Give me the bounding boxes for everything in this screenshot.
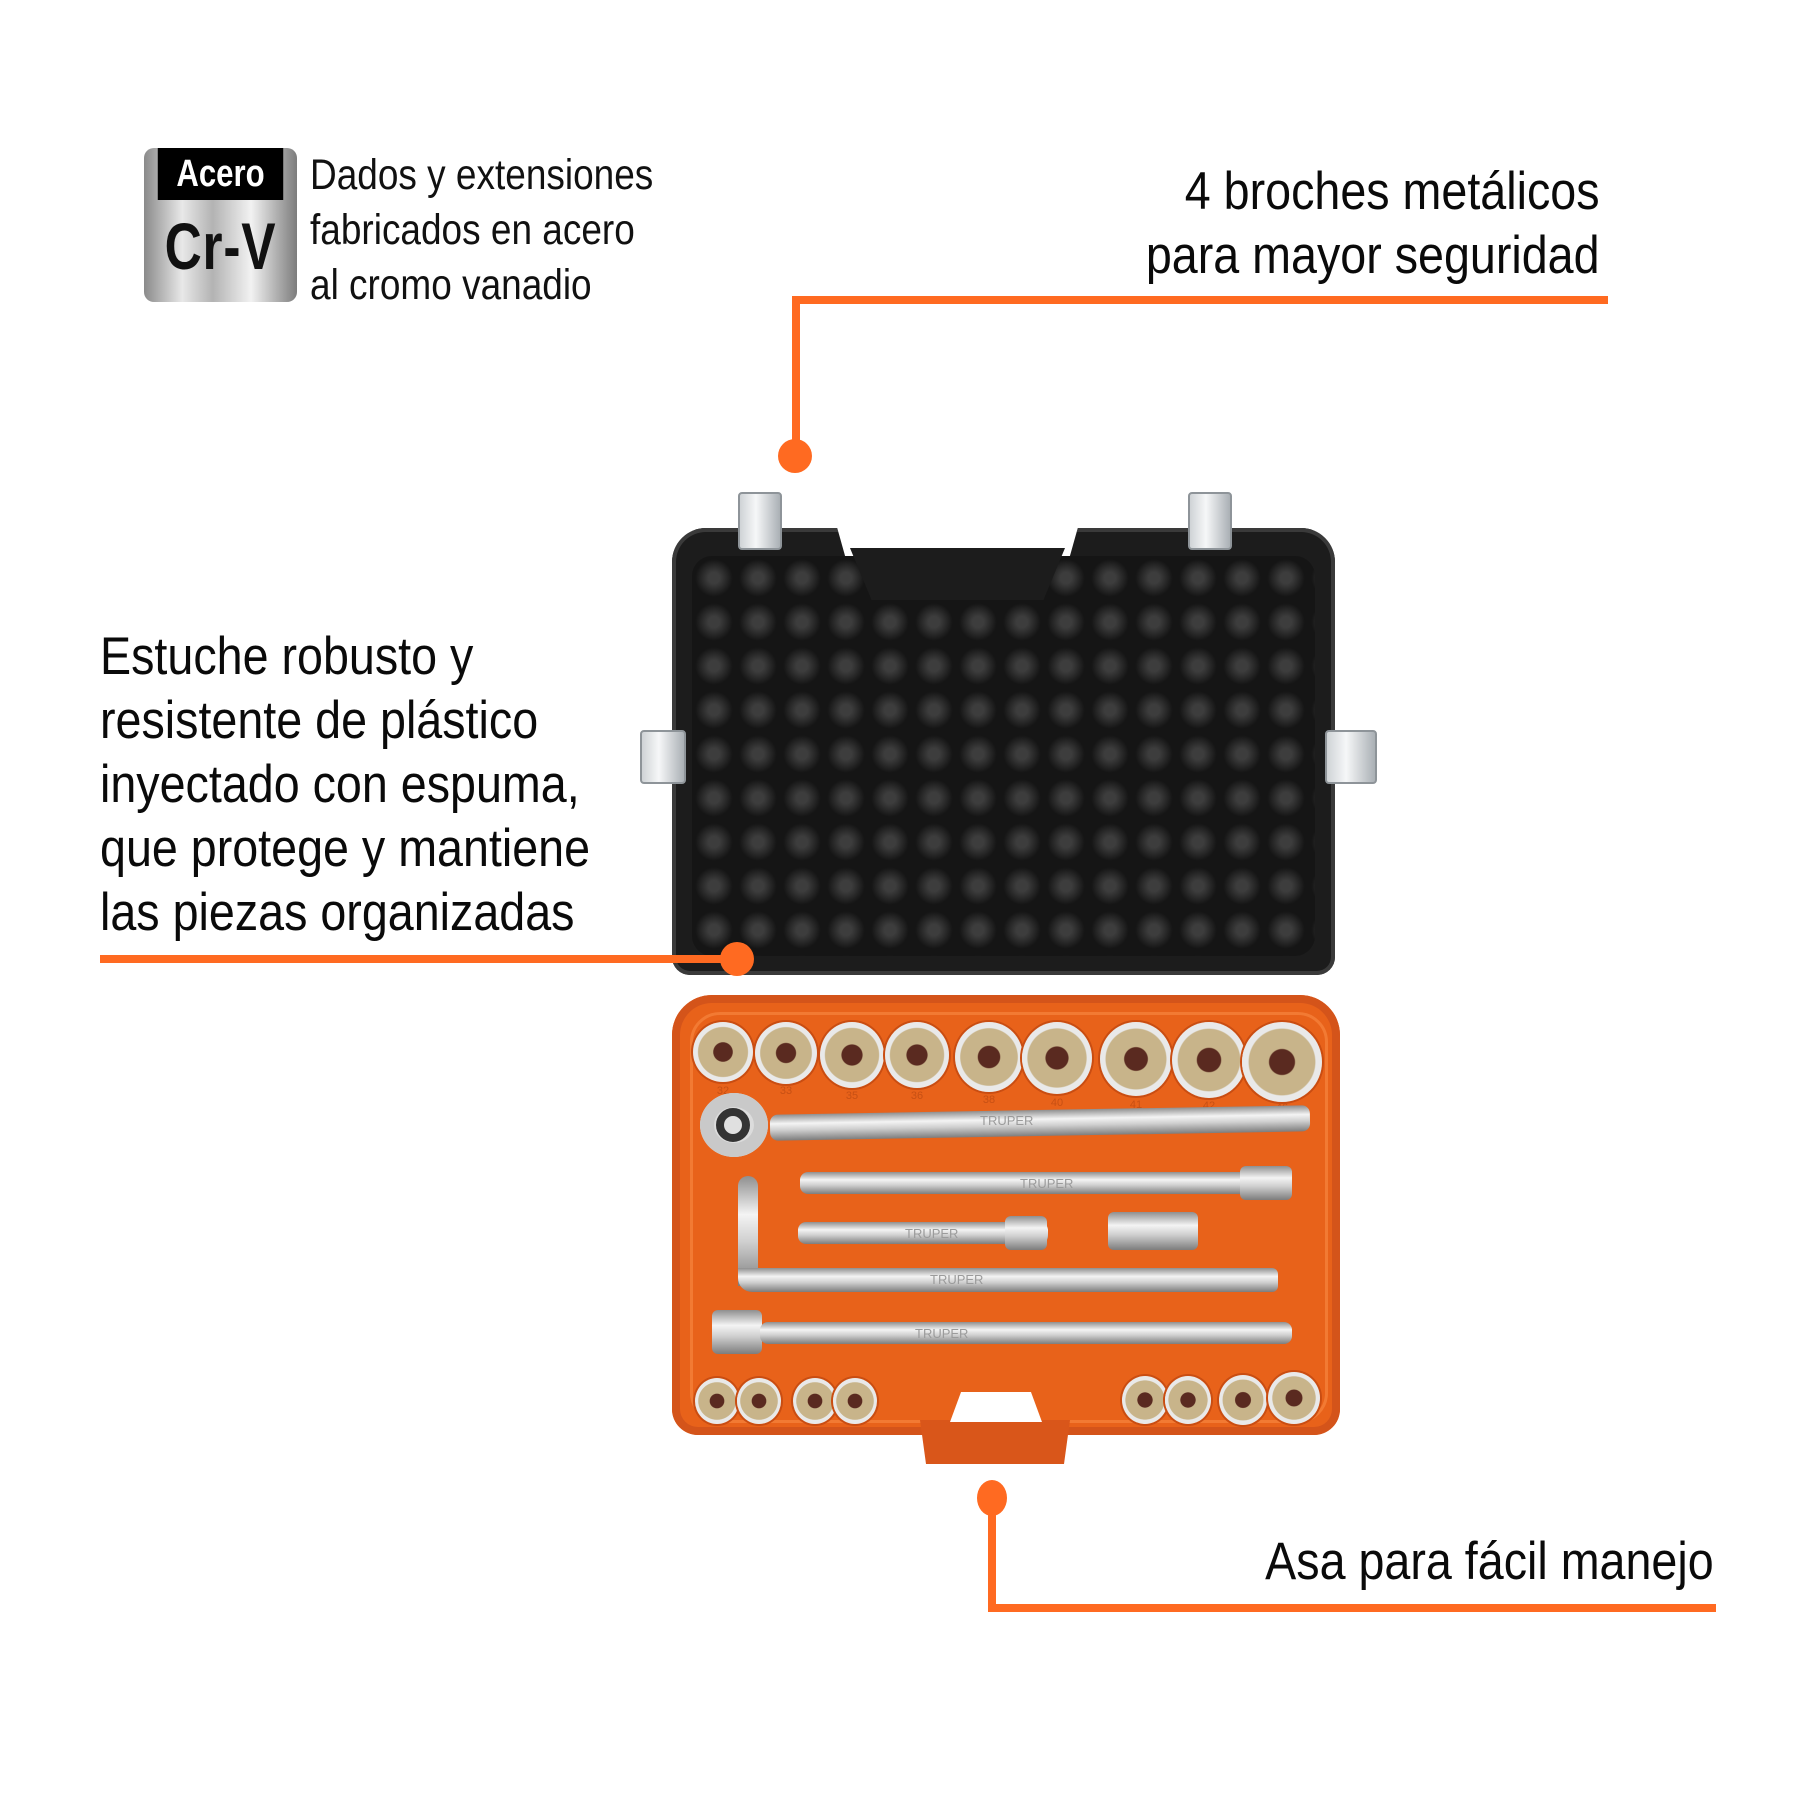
clasps-callout-text: 4 broches metálicos para mayor seguridad bbox=[1146, 160, 1600, 288]
material-description: Dados y extensiones fabricados en acero … bbox=[310, 148, 653, 313]
case-line-3: inyectado con espuma, bbox=[100, 755, 580, 814]
socket-icon bbox=[1165, 1376, 1211, 1424]
clasps-callout-line bbox=[792, 296, 1608, 304]
crv-steel-badge: Acero Cr-V bbox=[144, 148, 297, 302]
clasps-line-1: 4 broches metálicos bbox=[1185, 162, 1600, 221]
foam-notch bbox=[850, 548, 1065, 600]
socket-icon bbox=[885, 1022, 949, 1088]
socket-icon bbox=[1268, 1372, 1320, 1424]
brand-label: TRUPER bbox=[980, 1113, 1034, 1128]
clasp-icon bbox=[640, 730, 686, 784]
l-bar-handle bbox=[738, 1268, 1278, 1292]
socket-size-label: 40 bbox=[1050, 1097, 1064, 1109]
clasps-callout-connector bbox=[792, 296, 800, 456]
universal-joint bbox=[1108, 1212, 1198, 1250]
socket-icon bbox=[833, 1378, 877, 1424]
brand-label: TRUPER bbox=[930, 1272, 984, 1287]
socket-icon bbox=[737, 1378, 781, 1424]
handle-callout-text: Asa para fácil manejo bbox=[1265, 1530, 1714, 1594]
socket-icon bbox=[1219, 1375, 1267, 1425]
socket-icon bbox=[693, 1022, 753, 1082]
material-line-1: Dados y extensiones bbox=[310, 151, 654, 199]
material-line-3: al cromo vanadio bbox=[310, 261, 592, 309]
socket-icon bbox=[1100, 1022, 1172, 1096]
long-extension bbox=[800, 1172, 1290, 1194]
brand-label: TRUPER bbox=[915, 1326, 969, 1341]
ratchet-drive bbox=[716, 1108, 750, 1142]
short-extension-socket bbox=[1005, 1216, 1047, 1250]
socket-icon bbox=[955, 1022, 1023, 1092]
handle-line-1: Asa para fácil manejo bbox=[1265, 1532, 1714, 1591]
clasp-icon bbox=[1325, 730, 1377, 784]
clasps-callout-dot bbox=[778, 439, 812, 473]
socket-size-label: 36 bbox=[910, 1090, 924, 1102]
socket-icon bbox=[793, 1378, 837, 1424]
socket-icon bbox=[1172, 1022, 1246, 1098]
case-callout-dot bbox=[720, 942, 754, 976]
socket-size-label: 38 bbox=[982, 1094, 996, 1106]
handle-callout-connector bbox=[988, 1496, 996, 1612]
socket-icon bbox=[1242, 1022, 1322, 1102]
clasps-line-2: para mayor seguridad bbox=[1146, 226, 1600, 285]
breaker-bar-handle bbox=[760, 1322, 1292, 1344]
case-callout-line bbox=[100, 955, 740, 963]
socket-size-label: 35 bbox=[845, 1090, 859, 1102]
socket-icon bbox=[1122, 1376, 1168, 1424]
brand-label: TRUPER bbox=[905, 1226, 959, 1241]
material-line-2: fabricados en acero bbox=[310, 206, 635, 254]
handle-callout-line bbox=[988, 1604, 1716, 1612]
case-line-4: que protege y mantiene bbox=[100, 819, 591, 878]
socket-icon bbox=[755, 1022, 817, 1084]
clasp-icon bbox=[738, 492, 782, 550]
long-extension-socket bbox=[1240, 1166, 1292, 1200]
lid-foam bbox=[692, 556, 1315, 956]
l-bar-vertical bbox=[738, 1176, 758, 1286]
case-line-5: las piezas organizadas bbox=[100, 883, 575, 942]
carry-handle-cutout bbox=[950, 1392, 1042, 1422]
badge-top-label: Acero bbox=[157, 148, 284, 200]
socket-size-label: 33 bbox=[779, 1085, 793, 1097]
socket-icon bbox=[695, 1378, 739, 1424]
badge-main-label: Cr-V bbox=[164, 209, 277, 283]
socket-icon bbox=[1022, 1022, 1092, 1094]
brand-label: TRUPER bbox=[1020, 1176, 1074, 1191]
socket-icon bbox=[820, 1022, 884, 1088]
carry-handle bbox=[920, 1420, 1070, 1464]
case-line-1: Estuche robusto y bbox=[100, 627, 474, 686]
case-line-2: resistente de plástico bbox=[100, 691, 539, 750]
clasp-icon bbox=[1188, 492, 1232, 550]
breaker-bar-head bbox=[712, 1310, 762, 1354]
short-extension bbox=[798, 1222, 1048, 1244]
case-callout-text: Estuche robusto y resistente de plástico… bbox=[100, 625, 590, 945]
